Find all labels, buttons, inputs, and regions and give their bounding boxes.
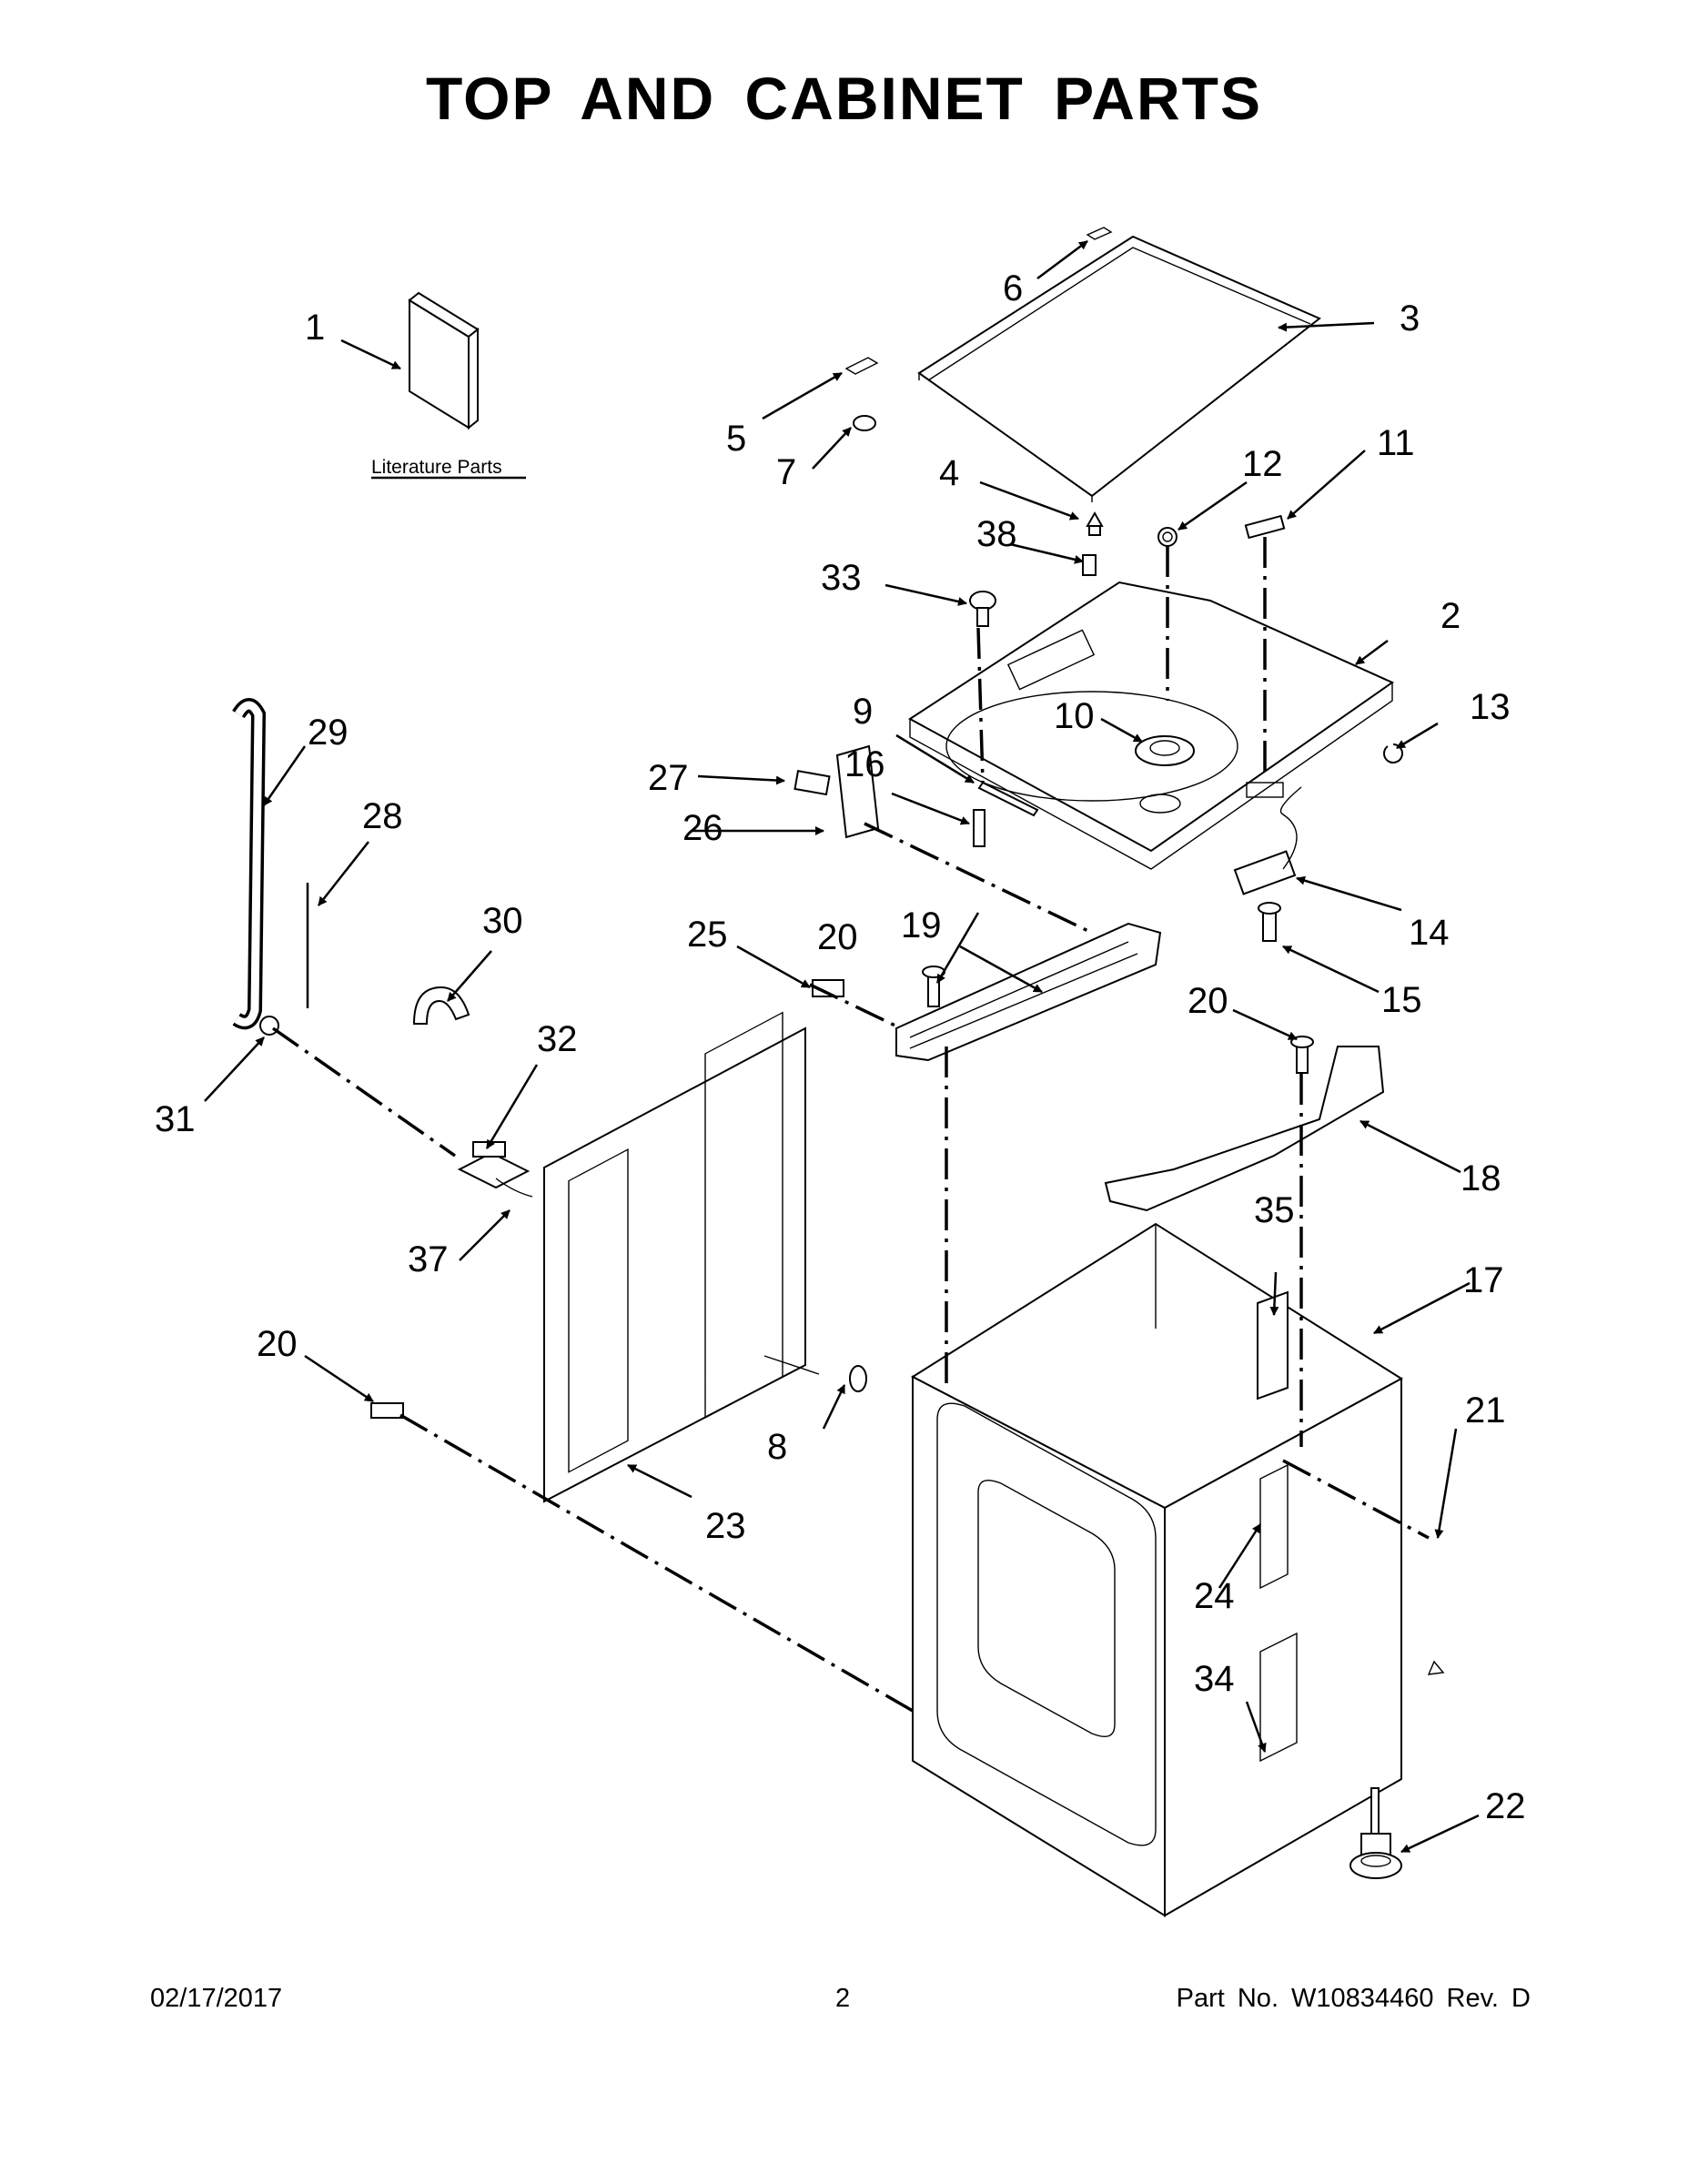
callout-30: 30 — [482, 901, 523, 941]
callout-7: 7 — [776, 452, 796, 492]
callout-32: 32 — [537, 1019, 578, 1059]
callout-16: 16 — [844, 744, 885, 784]
lid-part — [844, 227, 1321, 502]
callout-11: 11 — [1377, 423, 1415, 463]
callout-21: 21 — [1465, 1390, 1506, 1431]
callout-14: 14 — [1409, 913, 1450, 953]
callout-35: 35 — [1254, 1190, 1295, 1230]
page-title: TOP AND CABINET PARTS — [426, 65, 1262, 132]
literature-parts-label: Literature Parts — [371, 457, 502, 478]
callout-28: 28 — [362, 796, 403, 836]
callout-13: 13 — [1470, 687, 1511, 727]
leveling-leg-part — [1349, 1660, 1445, 1879]
console-bracket-part — [812, 922, 1162, 1062]
callout-12: 12 — [1242, 444, 1283, 484]
footer-page-number: 2 — [835, 1984, 851, 2013]
callout-29: 29 — [308, 713, 349, 753]
callout-17: 17 — [1463, 1260, 1504, 1300]
callout-26: 26 — [682, 808, 723, 848]
rear-bracket-part — [1104, 1036, 1385, 1212]
callout-20b: 20 — [1188, 981, 1228, 1021]
literature-parts-booklet — [371, 291, 526, 480]
cabinet-part — [910, 1222, 1403, 1917]
assembly-lines — [271, 537, 1430, 1713]
callout-10: 10 — [1054, 696, 1095, 736]
footer-part-number: Part No. W10834460 Rev. D — [1176, 1984, 1531, 2013]
callout-20a: 20 — [817, 917, 858, 957]
leader-arrows — [204, 239, 1480, 1854]
callout-33: 33 — [821, 558, 862, 598]
callout-18: 18 — [1461, 1158, 1501, 1198]
rear-panel-part — [370, 1011, 867, 1503]
callout-2: 2 — [1440, 596, 1461, 636]
callout-15: 15 — [1381, 980, 1422, 1020]
callout-23: 23 — [705, 1506, 746, 1546]
callout-20c: 20 — [257, 1324, 298, 1364]
callout-24: 24 — [1194, 1576, 1235, 1616]
callout-34: 34 — [1194, 1659, 1235, 1699]
callout-8: 8 — [767, 1427, 787, 1467]
callout-19: 19 — [901, 905, 942, 945]
small-hardware — [793, 511, 1403, 942]
footer-date: 02/17/2017 — [150, 1984, 283, 2013]
callout-9: 9 — [853, 692, 873, 732]
callout-5: 5 — [726, 419, 746, 459]
callout-6: 6 — [1003, 268, 1023, 308]
callout-1: 1 — [305, 308, 325, 348]
callout-25: 25 — [687, 915, 728, 955]
callout-numbers: 1 2 3 4 5 6 7 8 9 10 11 12 13 14 15 16 1… — [155, 268, 1526, 1826]
callout-4: 4 — [939, 453, 959, 493]
callout-38: 38 — [976, 514, 1017, 554]
callout-22: 22 — [1485, 1786, 1526, 1826]
top-panel-part — [908, 581, 1395, 870]
callout-3: 3 — [1400, 298, 1420, 339]
drain-hose-part — [232, 698, 470, 1036]
callout-37: 37 — [408, 1239, 449, 1279]
callout-31: 31 — [155, 1099, 196, 1139]
callout-27: 27 — [648, 758, 689, 798]
